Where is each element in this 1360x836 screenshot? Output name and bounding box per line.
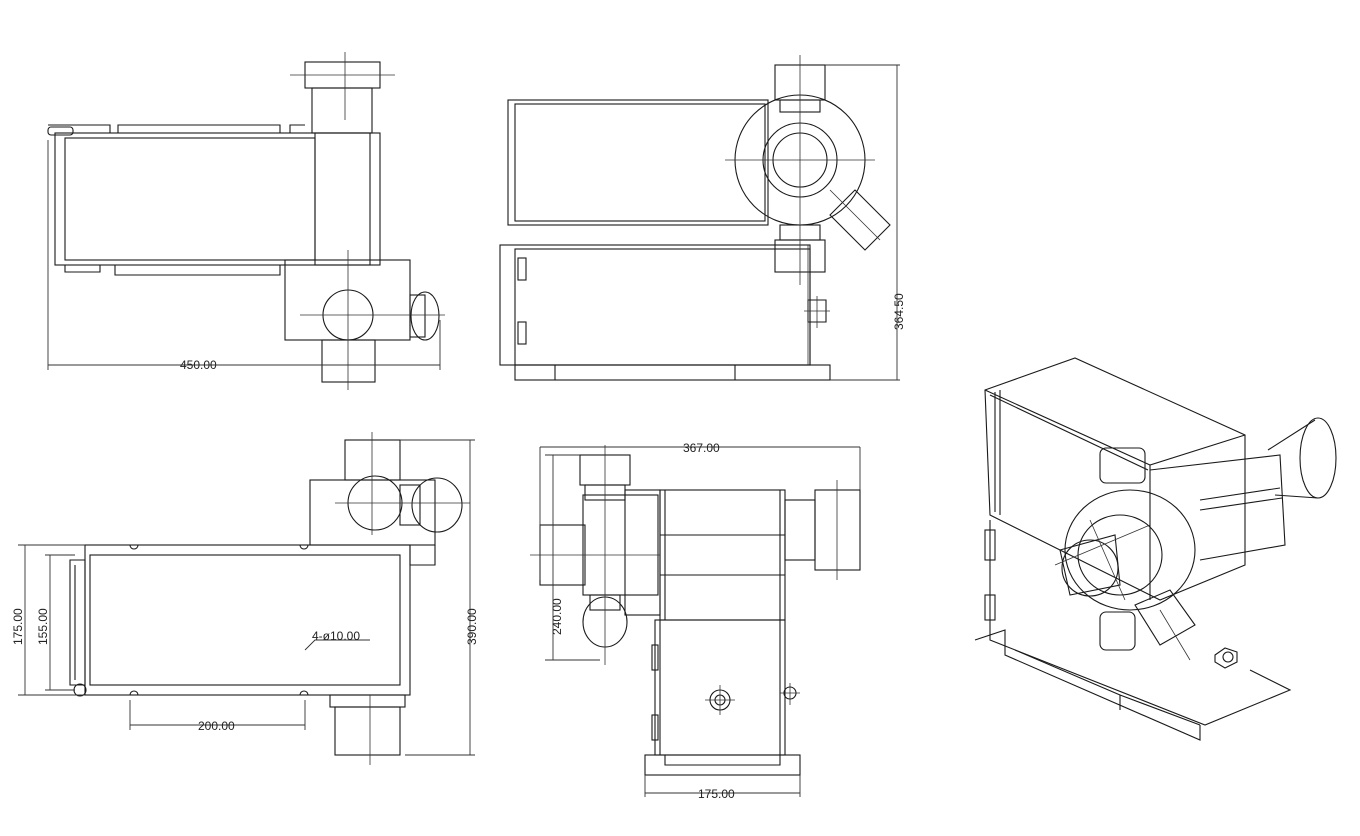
side-view: 364.50 (499, 55, 906, 381)
dimension-end-height: 240.00 (550, 598, 564, 635)
isometric-view (974, 357, 1337, 741)
end-view: 367.00 240.00 175.00 (530, 441, 861, 801)
dimension-base-width: 175.00 (698, 787, 735, 801)
dimension-hole-spacing: 200.00 (198, 719, 235, 733)
dimension-bottom-inner-height: 155.00 (36, 608, 50, 645)
dimension-bottom-outer-height: 175.00 (11, 608, 25, 645)
front-view: 450.00 (47, 52, 445, 390)
dimension-side-height: 364.50 (892, 293, 906, 330)
bottom-view: 175.00 155.00 200.00 4-ø10.00 390.00 (11, 432, 479, 765)
dimension-front-width: 450.00 (180, 358, 217, 372)
dimension-total-height: 390.00 (465, 608, 479, 645)
mounting-holes-label: 4-ø10.00 (312, 629, 360, 643)
dimension-end-width: 367.00 (683, 441, 720, 455)
